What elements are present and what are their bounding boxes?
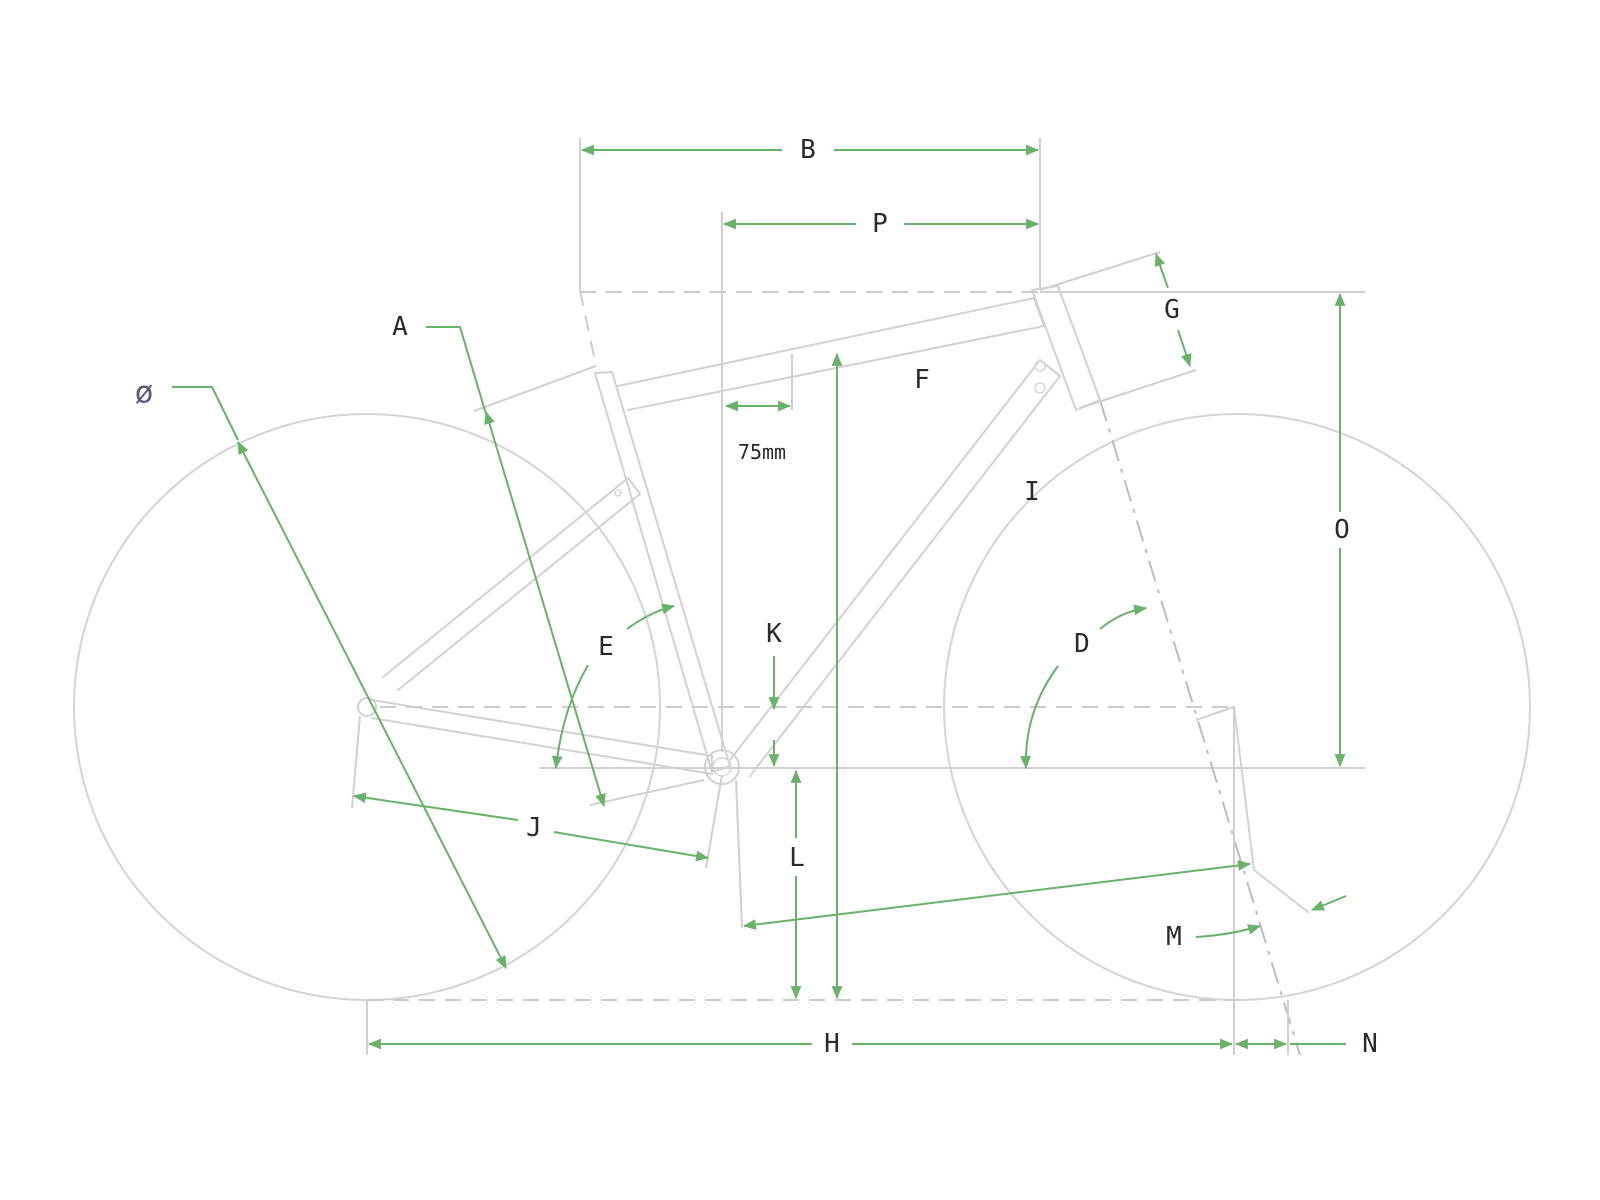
head-tube	[1031, 285, 1101, 411]
seat-tube	[594, 371, 731, 773]
dim-g-bottom	[1177, 329, 1192, 368]
label-f: F	[914, 365, 930, 395]
label-d: D	[1074, 629, 1090, 659]
dim-a-leader	[426, 326, 487, 415]
label-75mm: 75mm	[738, 440, 786, 464]
dim-m-arrow	[1195, 924, 1262, 938]
top-tube	[617, 297, 1045, 411]
label-n: N	[1362, 1029, 1378, 1059]
label-e: E	[598, 632, 614, 662]
fork	[1233, 706, 1309, 913]
label-o: O	[1334, 515, 1350, 545]
dim-diameter	[237, 441, 507, 969]
label-b: B	[800, 135, 816, 165]
dimension-arrows	[172, 144, 1347, 1050]
dim-fork-end-arrow	[1310, 895, 1347, 911]
label-p: P	[872, 209, 888, 239]
dim-j-right	[553, 831, 710, 862]
reference-lines	[351, 138, 1365, 1056]
label-k: K	[766, 619, 782, 649]
chain-stay	[371, 699, 713, 775]
label-g: G	[1164, 295, 1180, 325]
dim-i-line	[742, 860, 1252, 930]
label-j: J	[526, 813, 542, 843]
dim-g-top	[1154, 252, 1169, 289]
dim-e-arc-bottom	[551, 664, 589, 770]
label-a: A	[392, 312, 408, 342]
label-i: I	[1024, 477, 1040, 507]
label-diameter: ø	[135, 376, 153, 411]
label-m: M	[1166, 922, 1182, 952]
label-l: L	[789, 843, 805, 873]
label-h: H	[824, 1029, 840, 1059]
dim-diameter-leader	[172, 386, 239, 441]
down-tube	[729, 359, 1061, 777]
dim-d-arc-bottom	[1020, 665, 1059, 770]
dim-j-left	[352, 792, 519, 821]
dim-e-arc-top	[626, 603, 676, 630]
dimension-labels: B P A ø G F 75mm I O E K D J L M H N	[135, 135, 1378, 1059]
dim-d-arc-top	[1099, 604, 1148, 630]
